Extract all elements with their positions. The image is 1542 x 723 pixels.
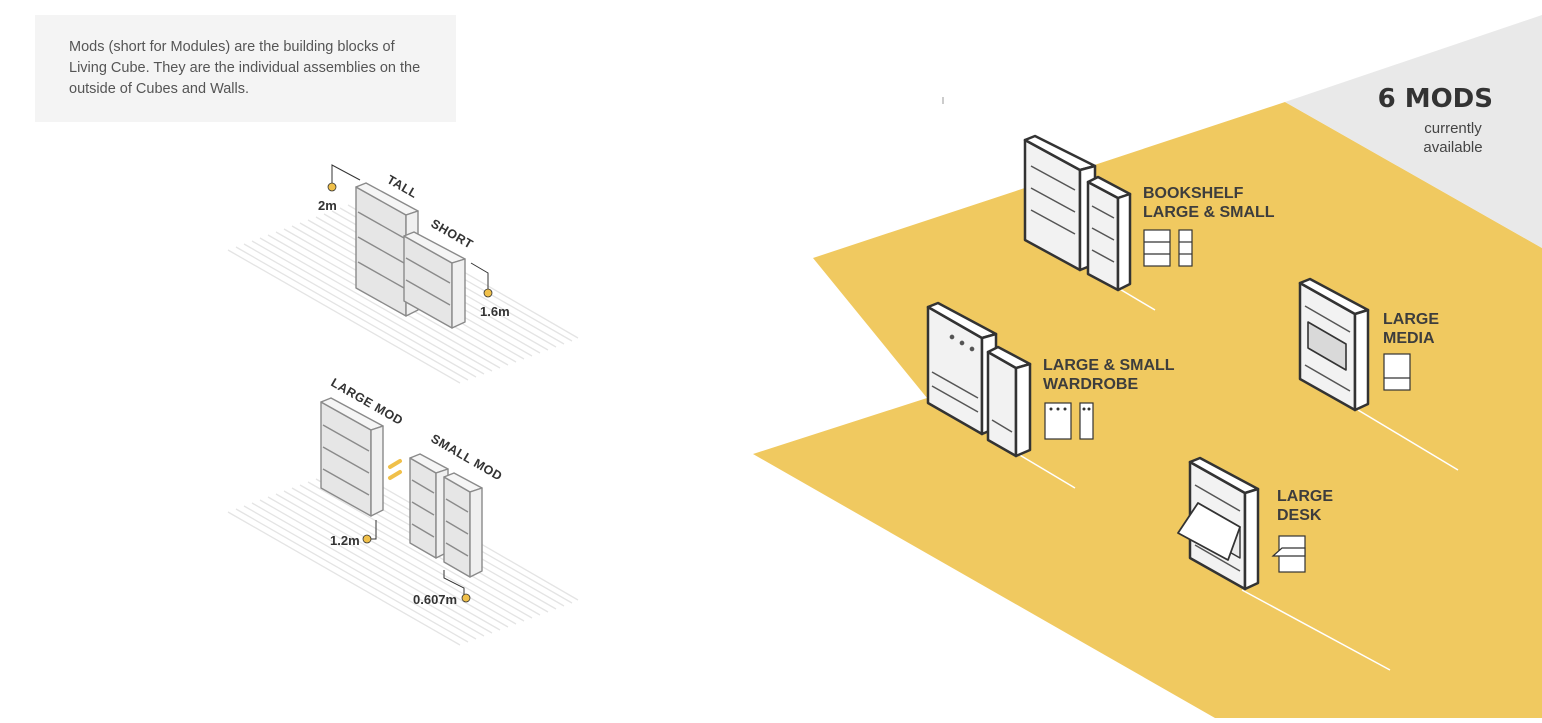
- bookshelf-icon: [1143, 229, 1193, 267]
- mod-label-media-line1: LARGE: [1383, 311, 1439, 328]
- mod-label-bookshelf-line2: LARGE & SMALL: [1143, 204, 1275, 221]
- media-illustration: [1298, 277, 1370, 412]
- media-icon: [1383, 353, 1411, 391]
- small-width-value: 0.607m: [413, 592, 457, 607]
- desk-icon: [1271, 535, 1306, 573]
- mod-label-bookshelf-line1: BOOKSHELF: [1143, 185, 1244, 202]
- tall-height-value: 2m: [318, 198, 337, 213]
- large-small-modules: [320, 397, 483, 578]
- count-line-1: currently: [1424, 120, 1482, 137]
- floor-plane: [753, 102, 1542, 718]
- height-leader-lines: [331, 164, 489, 292]
- grey-corner-panel: [1285, 15, 1542, 248]
- short-height-marker: [483, 288, 493, 298]
- tall-height-marker: [327, 182, 337, 192]
- count-line-2: available: [1423, 139, 1482, 156]
- floor-shadows: [1017, 287, 1459, 671]
- equals-sign: [388, 459, 402, 480]
- intro-panel: Mods (short for Modules) are the buildin…: [35, 15, 456, 122]
- desk-illustration: [1177, 456, 1260, 591]
- mod-label-desk-line2: DESK: [1277, 507, 1322, 524]
- bookshelf-illustration: [1023, 134, 1132, 292]
- mod-label-desk-line1: LARGE: [1277, 488, 1333, 505]
- wardrobe-illustration: [926, 301, 1032, 458]
- mod-label-wardrobe-line1: LARGE & SMALL: [1043, 357, 1175, 374]
- short-height-value: 1.6m: [480, 304, 510, 319]
- mod-label-media-line2: MEDIA: [1383, 330, 1435, 347]
- width-floor-grid: [227, 466, 579, 646]
- large-width-value: 1.2m: [330, 533, 360, 548]
- intro-text: Mods (short for Modules) are the buildin…: [69, 39, 421, 97]
- mods-count: 6 MODS: [1378, 84, 1493, 114]
- mod-label-wardrobe-line2: WARDROBE: [1043, 376, 1138, 393]
- wardrobe-icon: [1044, 402, 1094, 440]
- small-width-marker: [461, 593, 471, 603]
- large-width-marker: [362, 534, 372, 544]
- tall-short-modules: [355, 182, 466, 329]
